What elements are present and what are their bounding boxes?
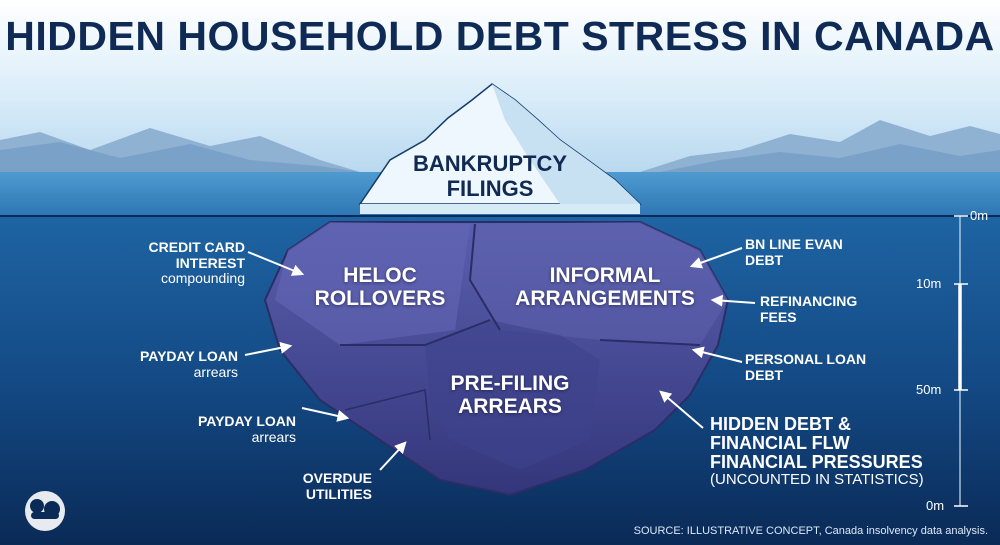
- heloc-line-2: ROLLOVERS: [300, 288, 460, 311]
- label-payday-2: PAYDAY LOAN arrears: [146, 414, 296, 445]
- block-heloc-label: HELOC ROLLOVERS: [300, 265, 460, 310]
- tip-line-2: FILINGS: [380, 177, 600, 202]
- iceberg-base: [360, 204, 640, 214]
- overdue-line-2: UTILITIES: [222, 487, 372, 503]
- depth-label-50m: 50m: [916, 382, 941, 397]
- label-payday-1: PAYDAY LOAN arrears: [88, 349, 238, 380]
- credit-card-line-1: CREDIT CARD: [95, 240, 245, 256]
- informal-line-1: INFORMAL: [500, 265, 710, 288]
- page-title: HIDDEN HOUSEHOLD DEBT STRESS IN CANADA: [0, 16, 1000, 57]
- prefiling-line-1: PRE-FILING: [425, 373, 595, 396]
- payday-1-line-1: PAYDAY LOAN: [88, 349, 238, 365]
- payday-2-line-1: PAYDAY LOAN: [146, 414, 296, 430]
- source-note: SOURCE: ILLUSTRATIVE CONCEPT, Canada ins…: [634, 525, 988, 537]
- depth-label-10m: 10m: [916, 276, 941, 291]
- hidden-line-3: FINANCIAL PRESSURES: [710, 453, 940, 472]
- personal-line-2: DEBT: [745, 368, 895, 384]
- prefiling-line-2: ARREARS: [425, 396, 595, 419]
- informal-line-2: ARRANGEMENTS: [500, 288, 710, 311]
- credit-card-line-3: compounding: [95, 271, 245, 287]
- bnline-line-2: DEBT: [745, 253, 895, 269]
- block-informal-label: INFORMAL ARRANGEMENTS: [500, 265, 710, 310]
- personal-line-1: PERSONAL LOAN: [745, 352, 895, 368]
- depth-label-top: 0m: [970, 208, 988, 223]
- credit-card-line-2: INTEREST: [95, 256, 245, 272]
- heloc-line-1: HELOC: [300, 265, 460, 288]
- bnline-line-1: BN LINE EVAN: [745, 237, 895, 253]
- payday-1-line-2: arrears: [88, 365, 238, 381]
- label-bnline: BN LINE EVAN DEBT: [745, 237, 895, 268]
- overdue-line-1: OVERDUE: [222, 471, 372, 487]
- label-overdue: OVERDUE UTILITIES: [222, 471, 372, 502]
- label-credit-card: CREDIT CARD INTEREST compounding: [95, 240, 245, 287]
- label-personal: PERSONAL LOAN DEBT: [745, 352, 895, 383]
- payday-2-line-2: arrears: [146, 430, 296, 446]
- depth-label-bottom: 0m: [926, 498, 944, 513]
- hidden-line-1: HIDDEN DEBT &: [710, 415, 940, 434]
- logo-icon: [25, 491, 65, 531]
- label-refinancing: REFINANCING FEES: [760, 294, 910, 325]
- label-hidden: HIDDEN DEBT & FINANCIAL FLW FINANCIAL PR…: [710, 415, 940, 489]
- hidden-line-4: (UNCOUNTED IN STATISTICS): [710, 472, 940, 489]
- tip-label: BANKRUPTCY FILINGS: [380, 152, 600, 201]
- refinancing-line-2: FEES: [760, 310, 910, 326]
- block-prefiling-label: PRE-FILING ARREARS: [425, 373, 595, 418]
- refinancing-line-1: REFINANCING: [760, 294, 910, 310]
- hidden-line-2: FINANCIAL FLW: [710, 434, 940, 453]
- tip-line-1: BANKRUPTCY: [380, 152, 600, 177]
